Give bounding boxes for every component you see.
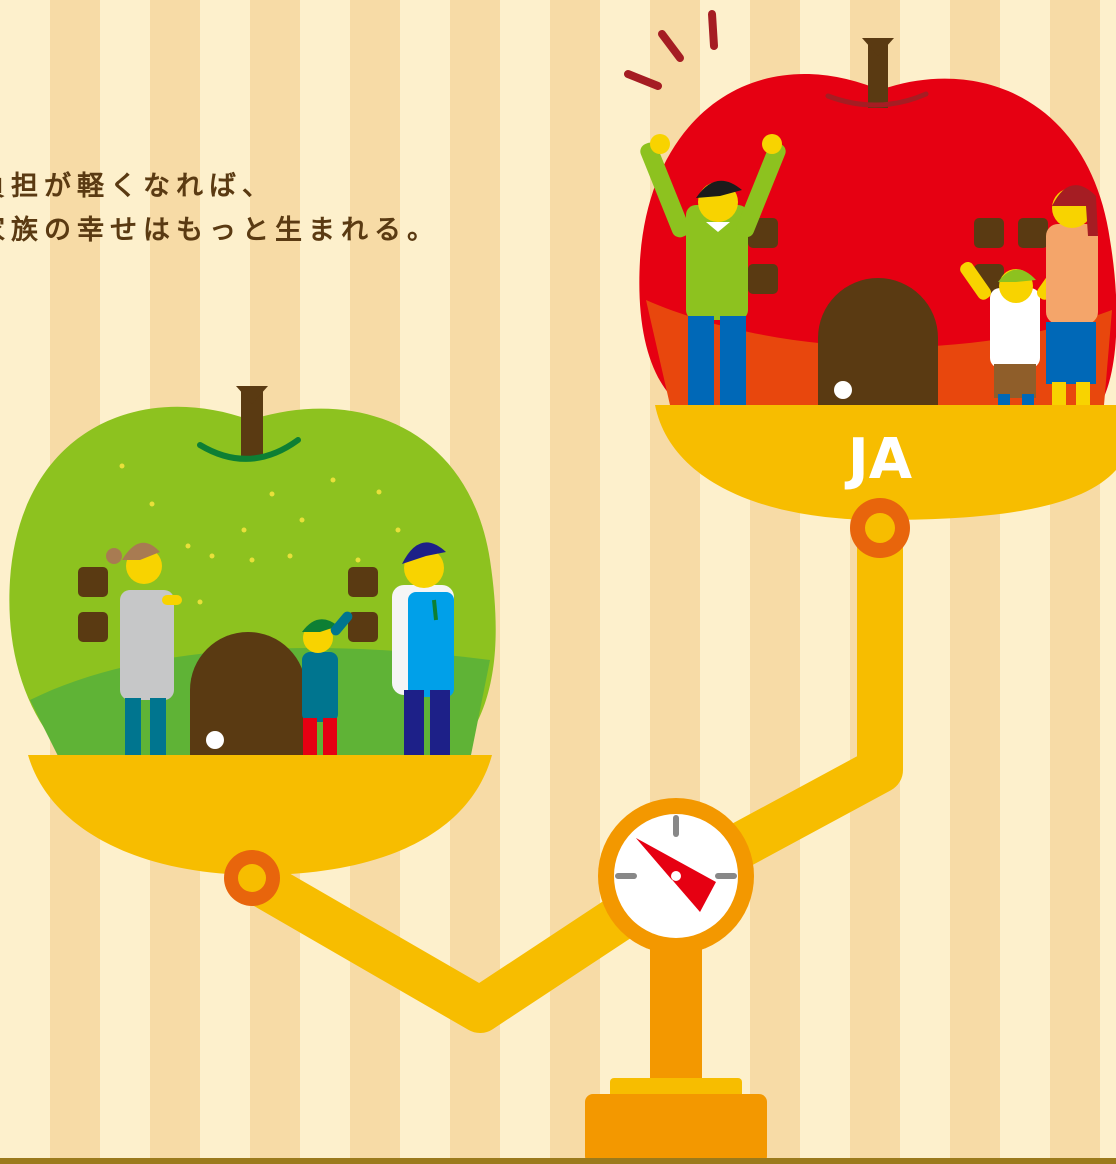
bottom-border bbox=[0, 1158, 1116, 1164]
left-scale-pan bbox=[28, 755, 492, 906]
right-scale-pan bbox=[655, 405, 1116, 558]
scale-gauge-icon bbox=[598, 798, 754, 954]
excitement-marks-icon bbox=[624, 10, 718, 90]
scale-pillar bbox=[585, 930, 767, 1164]
headline: 負担が軽くなれば、 家族の幸せはもっと生まれる。 bbox=[0, 165, 440, 253]
family-figure-icon bbox=[106, 542, 454, 758]
headline-line-2: 家族の幸せはもっと生まれる。 bbox=[0, 215, 440, 246]
headline-line-1: 負担が軽くなれば、 bbox=[0, 171, 275, 202]
celebrating-family-figure-icon bbox=[640, 134, 1098, 406]
right-pan-label: JA bbox=[844, 427, 913, 492]
